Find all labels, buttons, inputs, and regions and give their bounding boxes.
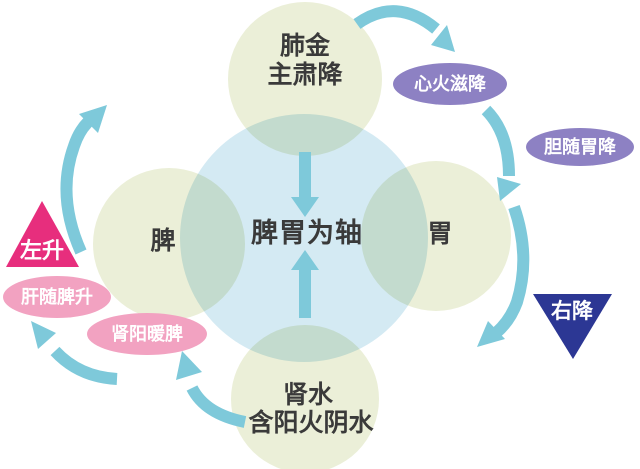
triangle-left-ascend-label: 左升 [20,238,64,263]
triangle-right-descend-label: 右降 [551,299,594,323]
top-circle [228,2,382,156]
bottom-label-line1: 肾水 [283,381,334,409]
arrow-left-ascend [60,117,93,255]
badge-liver [3,276,111,318]
top-label-line1: 肺金 [280,31,331,60]
triangle-right-descend [533,294,612,359]
center-circle [180,114,428,362]
arrow-top-clockwise-head [431,25,455,52]
arrow-bottom-ascend-left-head [31,321,56,349]
left-circle [93,168,245,320]
badge-kidney-yang-label: 肾阳暖脾 [111,323,183,344]
badge-kidney-yang [87,313,207,355]
arrow-bottom-ascend-right [186,385,247,428]
arrow-center-down [291,152,319,217]
arrow-bottom-ascend-left [50,346,118,385]
arrow-right-lower-descend-head [477,321,505,347]
badge-gallbladder-label: 胆随胃降 [543,136,617,157]
badge-liver-label: 肝随脾升 [21,286,93,307]
badge-heart-fire-label: 心火滋降 [414,73,487,94]
arrow-right-lower-descend [491,205,530,338]
venn-circles [93,2,511,469]
right-label: 胃 [427,220,452,248]
center-label: 脾胃为轴 [250,218,363,248]
arrows [31,5,530,428]
badges: 心火滋降 胆随胃降 肝随脾升 肾阳暖脾 左升 右降 [3,63,634,359]
arrow-top-clockwise [353,5,440,34]
arrow-right-upper-descend-head [497,177,521,201]
bottom-circle [231,325,379,469]
bottom-label-line2: 含阳火阴水 [248,408,374,437]
triangle-left-ascend [6,201,79,267]
top-label-line2: 主肃降 [267,61,343,89]
arrow-right-upper-descend [481,105,515,177]
badge-heart-fire [393,63,507,105]
arrow-left-ascend-head [79,105,107,133]
left-label: 脾 [150,226,175,255]
circle-labels: 肺金 主肃降 脾 胃 脾胃为轴 肾水 含阳火阴水 [150,31,452,437]
badge-gallbladder [526,128,634,166]
arrow-center-up [291,250,319,318]
arrow-bottom-ascend-right-head [176,351,202,380]
right-circle [361,161,511,311]
